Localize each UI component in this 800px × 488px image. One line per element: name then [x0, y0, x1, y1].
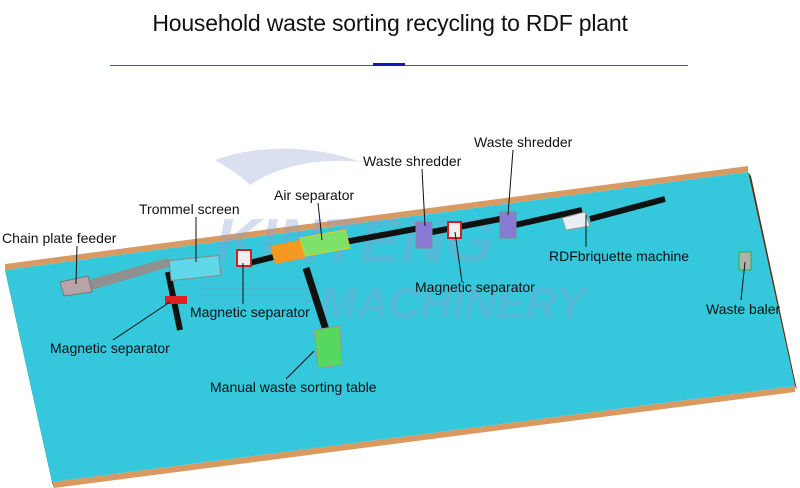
- magnetic-separator-machine: [165, 296, 187, 304]
- label-waste-shredder-2: Waste shredder: [474, 134, 573, 150]
- waste-shredder-machine: [499, 211, 517, 239]
- label-air-separator: Air separator: [274, 187, 354, 203]
- label-manual-sorting-table: Manual waste sorting table: [210, 379, 377, 395]
- inclined-conveyor: [88, 258, 172, 290]
- trommel-screen-machine: [168, 254, 222, 282]
- manual-sorting-table-machine: [313, 325, 343, 369]
- equipment: [59, 211, 752, 369]
- magnetic-separator-machine: [236, 249, 252, 267]
- watermark: KINTENG MACHINERY: [200, 148, 589, 328]
- label-magnetic-separator-1: Magnetic separator: [190, 304, 310, 320]
- watermark-bird-icon: [215, 148, 360, 185]
- label-magnetic-separator-3: Magnetic separator: [50, 340, 170, 356]
- conveyor-belt: [302, 266, 330, 332]
- label-waste-baler: Waste baler: [706, 301, 781, 317]
- floor-platform: [5, 166, 797, 488]
- waste-shredder-machine: [415, 221, 433, 249]
- magnetic-separator-machine: [447, 221, 462, 239]
- label-waste-shredder-1: Waste shredder: [363, 153, 462, 169]
- conveyor-belt: [514, 207, 583, 228]
- page-title: Household waste sorting recycling to RDF…: [152, 10, 628, 36]
- title-divider-accent: [373, 63, 405, 66]
- leader-lines: [75, 149, 746, 380]
- conveyor-belt: [344, 225, 421, 245]
- conveyor-belt: [431, 216, 501, 235]
- waste-baler-machine: [738, 251, 752, 271]
- label-chain-plate-feeder: Chain plate feeder: [2, 230, 117, 246]
- chain-plate-feeder-machine: [59, 275, 93, 297]
- labels: Chain plate feeder Trommel screen Air se…: [2, 134, 781, 395]
- label-magnetic-separator-2: Magnetic separator: [415, 279, 535, 295]
- conveyors: [88, 196, 666, 332]
- label-rdf-briquette-machine: RDFbriquette machine: [549, 248, 689, 264]
- rdf-briquette-machine: [561, 211, 591, 231]
- air-separator-machine: [270, 240, 305, 264]
- watermark-sub: MACHINERY: [320, 279, 589, 328]
- conveyor-belt: [589, 196, 666, 222]
- label-trommel-screen: Trommel screen: [139, 201, 240, 217]
- air-separator-machine: [299, 229, 351, 257]
